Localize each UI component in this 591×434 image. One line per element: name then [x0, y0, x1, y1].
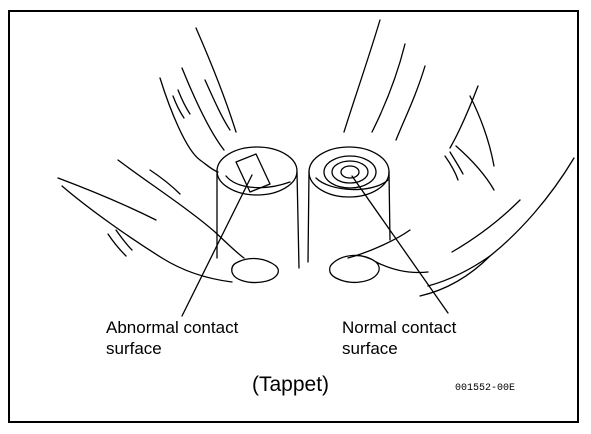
right-tappet-icon — [308, 147, 390, 262]
normal-label-line1: Normal contact — [342, 317, 456, 338]
abnormal-label-line1: Abnormal contact — [106, 317, 238, 338]
left-hand-icon — [58, 28, 278, 283]
right-hand-icon — [330, 20, 574, 296]
abnormal-label-line2: surface — [106, 338, 238, 359]
normal-label-line2: surface — [342, 338, 456, 359]
normal-contact-label: Normal contact surface — [342, 317, 456, 359]
left-tappet-icon — [217, 147, 299, 268]
figure-caption: (Tappet) — [252, 373, 329, 397]
normal-leader-line — [352, 176, 448, 313]
figure-code: 001552-00E — [455, 383, 515, 394]
abnormal-contact-label: Abnormal contact surface — [106, 317, 238, 359]
